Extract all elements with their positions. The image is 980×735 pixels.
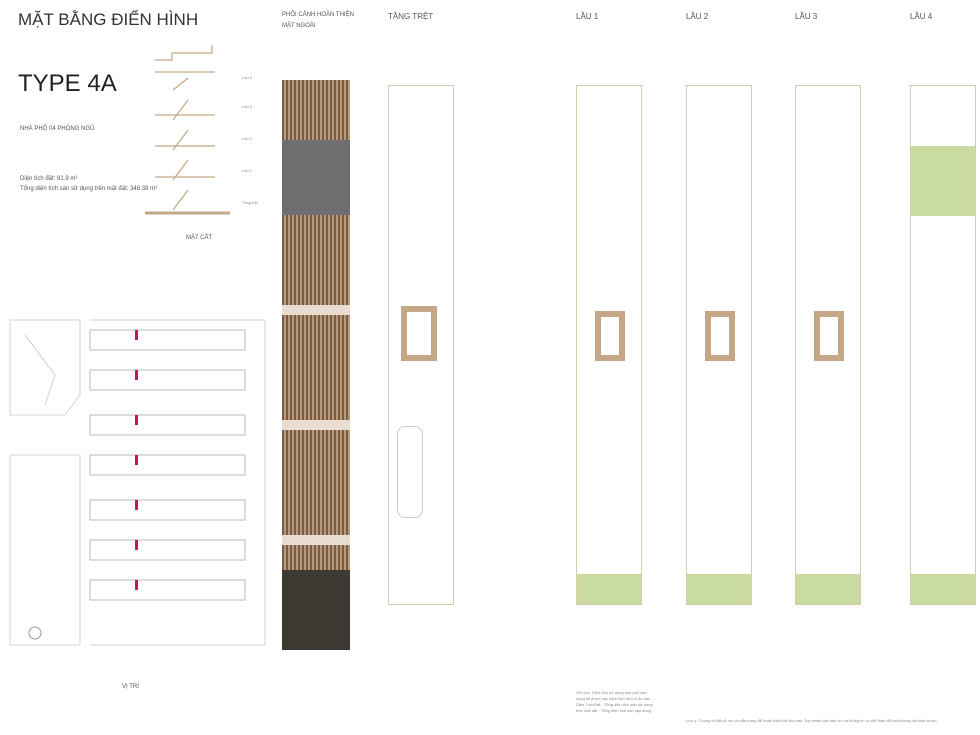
site-block xyxy=(89,499,246,521)
section-caption: MẶT CẮT xyxy=(186,235,213,241)
plan-floor-2 xyxy=(686,85,752,605)
plan-floor-4 xyxy=(910,85,976,605)
plan-ground-floor xyxy=(388,85,454,605)
unit-marker xyxy=(135,580,138,590)
level-label: Lầu 1 xyxy=(242,168,253,173)
site-block xyxy=(89,329,246,351)
unit-marker xyxy=(135,540,138,550)
area-note: Ghi chú: Diện tích sử dụng nhà phố sau c… xyxy=(576,690,654,713)
level-label: Lầu 3 xyxy=(242,104,253,109)
unit-marker xyxy=(135,500,138,510)
site-block xyxy=(89,539,246,561)
level-label: Lầu 4 xyxy=(242,75,253,80)
facade-render xyxy=(282,80,350,650)
site-block xyxy=(89,369,246,391)
floor-label: LẦU 3 xyxy=(795,12,818,21)
plan-floor-3 xyxy=(795,85,861,605)
unit-marker xyxy=(135,455,138,465)
unit-type: TYPE 4A xyxy=(18,70,117,97)
facade-caption-2: MẶT NGOÀI xyxy=(282,23,316,29)
plan-floor-1 xyxy=(576,85,642,605)
site-block xyxy=(89,414,246,436)
page-title: MẶT BẰNG ĐIỂN HÌNH xyxy=(18,10,199,29)
land-area: Diện tích đất: 91.9 m² xyxy=(20,176,78,182)
unit-marker xyxy=(135,370,138,380)
site-map xyxy=(9,319,266,646)
floor-label: TẦNG TRỆT xyxy=(388,12,434,21)
site-block xyxy=(89,579,246,601)
floor-label: LẦU 1 xyxy=(576,12,599,21)
floor-label: LẦU 2 xyxy=(686,12,709,21)
site-caption: VỊ TRÍ xyxy=(122,684,139,690)
total-area: Tổng diện tích sàn sử dụng trên mặt đất:… xyxy=(20,186,158,192)
subtitle: NHÀ PHỐ 04 PHÒNG NGỦ xyxy=(20,126,95,132)
site-block xyxy=(89,454,246,476)
section-drawing xyxy=(145,45,230,215)
level-label: Lầu 2 xyxy=(242,136,253,141)
disclaimer-note: Lưu ý: Chúng tôi đã nỗ lực và cẩn trọng … xyxy=(686,718,938,723)
unit-marker xyxy=(135,415,138,425)
floor-label: LẦU 4 xyxy=(910,12,933,21)
unit-marker xyxy=(135,330,138,340)
facade-caption: PHỐI CẢNH HOÀN THIỆN xyxy=(282,12,354,18)
level-label: Tầng trệt xyxy=(242,200,259,205)
